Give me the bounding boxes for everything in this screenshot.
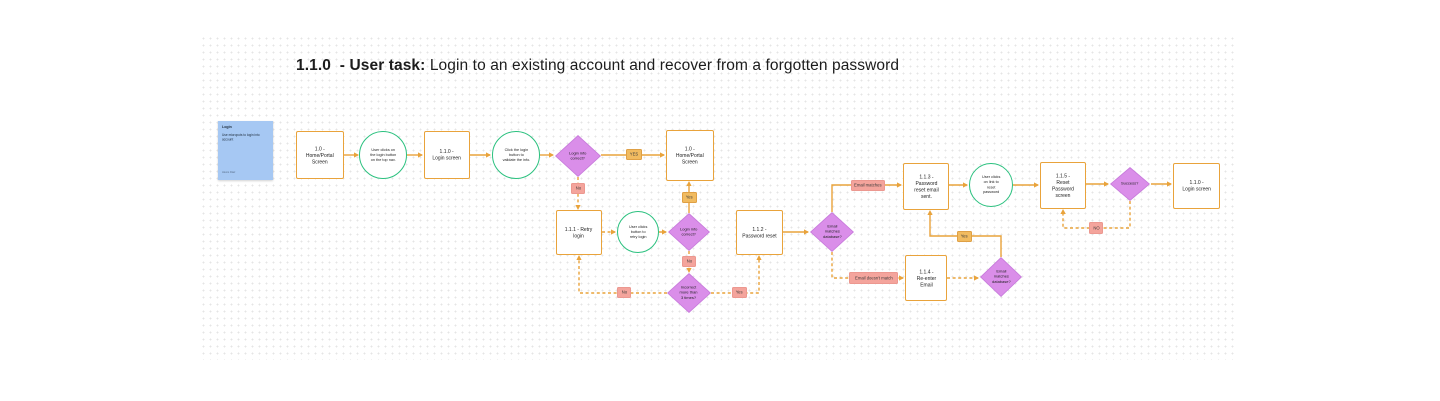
edge-label-yes-caps[interactable]: YES [626, 149, 642, 160]
box-label: 1.0 - Home/Portal Screen [676, 146, 704, 165]
edge-label-yes-over-3[interactable]: Yes [732, 287, 747, 298]
box-label: 1.1.5 - Reset Password screen [1052, 173, 1074, 198]
edge-label-no-retry[interactable]: No [682, 256, 696, 267]
page-title-prefix: 1.1.0 - User task: [296, 57, 430, 74]
box-label: 1.0 - Home/Portal Screen [306, 145, 334, 165]
page-title-rest: Login to an existing account and recover… [429, 57, 900, 74]
sticky-note-login[interactable]: Login Use microputs to login into accoun… [218, 121, 273, 180]
flow-box-login-screen-2[interactable]: 1.1.0 - Login screen [1173, 163, 1220, 209]
diamond-label: Login info correct? [569, 151, 587, 161]
circle-label: Click the login button to validate the i… [502, 147, 530, 163]
edge-label-no-under-3[interactable]: No [617, 287, 631, 298]
flow-circle-click-validate[interactable]: Click the login button to validate the i… [492, 131, 540, 179]
diamond-label: Incorrect more than 3 times? [679, 285, 699, 301]
box-label: 1.1.2 - Password reset [742, 226, 777, 239]
flow-circle-click-reset-link[interactable]: User clicks on link to reset password [969, 163, 1013, 207]
sticky-author: Alexis Diaz [222, 171, 236, 174]
flow-box-login-screen-1[interactable]: 1.1.0 - Login screen [424, 131, 470, 179]
flow-box-home-portal-2[interactable]: 1.0 - Home/Portal Screen [666, 130, 714, 181]
edge-label-yes-email-matches[interactable]: Yes [957, 231, 972, 242]
page-title: 1.1.0 - User task: Login to an existing … [296, 57, 899, 75]
circle-label: User clicks on link to reset password [981, 175, 1001, 195]
box-label: 1.1.0 - Login screen [432, 149, 462, 161]
edge-label-no-1[interactable]: No [571, 183, 585, 194]
diamond-label: Login info correct? [680, 227, 698, 237]
sticky-body: Use microputs to login into account [222, 133, 260, 142]
box-label: 1.1.3 - Password reset email sent. [913, 174, 939, 199]
flow-circle-retry-login[interactable]: User clicks button to retry login [617, 211, 659, 253]
edge-label-no-caps[interactable]: NO [1089, 222, 1103, 234]
box-label: 1.1.0 - Login screen [1182, 180, 1211, 192]
flow-box-retry-login[interactable]: 1.1.1 - Retry login [556, 210, 602, 255]
diamond-label: Email matches database? [991, 269, 1011, 285]
circle-label: User clicks button to retry login [628, 224, 648, 240]
flow-box-reenter-email[interactable]: 1.1.4 - Re-enter Email [905, 255, 947, 301]
flow-box-reset-password-screen[interactable]: 1.1.5 - Reset Password screen [1040, 162, 1086, 209]
flow-box-reset-email-sent[interactable]: 1.1.3 - Password reset email sent. [903, 163, 949, 210]
box-label: 1.1.1 - Retry login [565, 226, 593, 239]
box-label: 1.1.4 - Re-enter Email [916, 268, 936, 288]
sticky-title: Login [222, 125, 232, 129]
flow-circle-clicks-login-nav[interactable]: User clicks on the login button on the t… [359, 131, 407, 179]
edge-label-email-doesnt-match[interactable]: Email doesn't match [849, 272, 898, 284]
circle-label: User clicks on the login button on the t… [370, 147, 397, 163]
edge-label-yes-retry[interactable]: Yes [682, 192, 697, 203]
diamond-label: Success? [1121, 181, 1139, 187]
edge-label-email-matches[interactable]: Email matches [851, 180, 885, 191]
flow-box-password-reset[interactable]: 1.1.2 - Password reset [736, 210, 783, 255]
flow-box-home-portal-1[interactable]: 1.0 - Home/Portal Screen [296, 131, 344, 179]
diamond-label: Email matches database? [822, 224, 842, 240]
